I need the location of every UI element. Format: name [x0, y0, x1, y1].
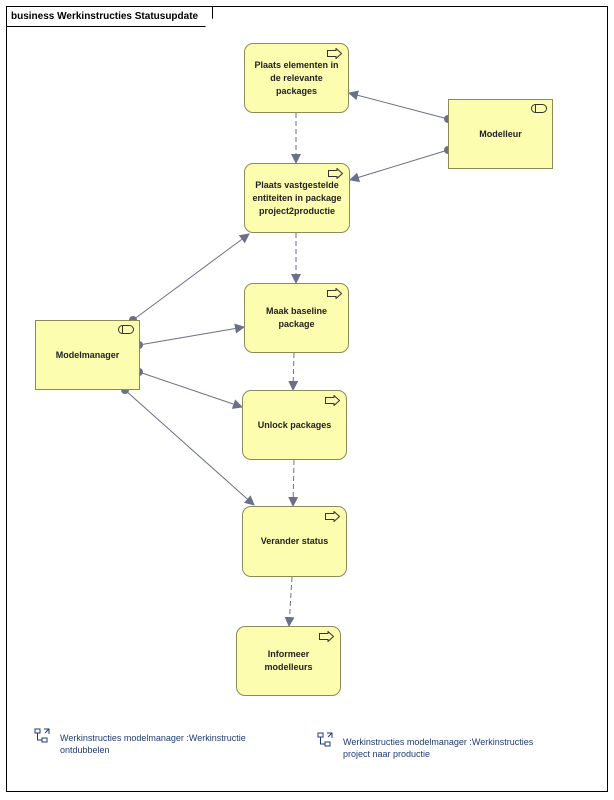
assoc-modelmanager-p4 [138, 371, 243, 409]
process-p2[interactable]: Plaats vastgestelde entiteiten in packag… [244, 163, 350, 233]
process-p6[interactable]: Informeer modelleurs [236, 626, 341, 696]
role-label: Modelmanager [55, 349, 120, 360]
diagram-link-project-naar-productie[interactable]: Werkinstructies modelmanager :Werkinstru… [317, 732, 547, 760]
flow-p5-p6 [284, 576, 295, 627]
process-arrow-icon [327, 288, 342, 299]
role-modelleur[interactable]: Modelleur [448, 99, 553, 169]
process-label: Verander status [260, 536, 329, 546]
process-arrow-icon [319, 631, 334, 642]
diagram-link-label: Werkinstructies modelmanager :Werkinstru… [343, 737, 534, 759]
process-label: Maak baseline package [265, 306, 328, 329]
process-arrow-icon [328, 168, 343, 179]
diagram-link-label: Werkinstructies modelmanager :Werkinstru… [60, 733, 246, 755]
process-label: Plaats vastgestelde entiteiten in packag… [252, 179, 342, 216]
assoc-modelmanager-p3 [138, 323, 245, 346]
diagram-link-icon [34, 728, 50, 743]
role-icon [531, 104, 547, 113]
process-label: Informeer modelleurs [264, 649, 313, 672]
role-label: Modelleur [479, 128, 522, 139]
diagram-link-icon [317, 732, 333, 747]
diagram-title-tab: business Werkinstructies Statusupdate [7, 7, 213, 27]
assoc-modelleur-p1 [348, 90, 449, 120]
role-modelmanager[interactable]: Modelmanager [35, 320, 140, 390]
flow-p4-p5 [288, 459, 299, 507]
process-p5[interactable]: Verander status [242, 506, 347, 577]
process-label: Unlock packages [257, 419, 332, 430]
process-arrow-icon [325, 511, 340, 522]
assoc-modelmanager-p5 [124, 389, 255, 506]
assoc-modelmanager-p2 [132, 233, 250, 321]
diagram-frame: business Werkinstructies Statusupdate [6, 6, 608, 792]
process-arrow-icon [327, 48, 342, 59]
process-p4[interactable]: Unlock packages [242, 390, 347, 460]
assoc-modelleur-p2 [349, 149, 449, 183]
role-icon [118, 325, 134, 334]
process-arrow-icon [325, 395, 340, 406]
process-p3[interactable]: Maak baseline package [244, 283, 349, 353]
diagram-title: Werkinstructies Statusupdate [57, 11, 199, 22]
diagram-kind: business [11, 11, 55, 22]
process-label: Plaats elementen in de relevante package… [254, 59, 339, 96]
process-p1[interactable]: Plaats elementen in de relevante package… [244, 43, 349, 113]
diagram-link-ontdubbelen[interactable]: Werkinstructies modelmanager :Werkinstru… [34, 728, 264, 756]
flow-p3-p4 [288, 352, 299, 391]
